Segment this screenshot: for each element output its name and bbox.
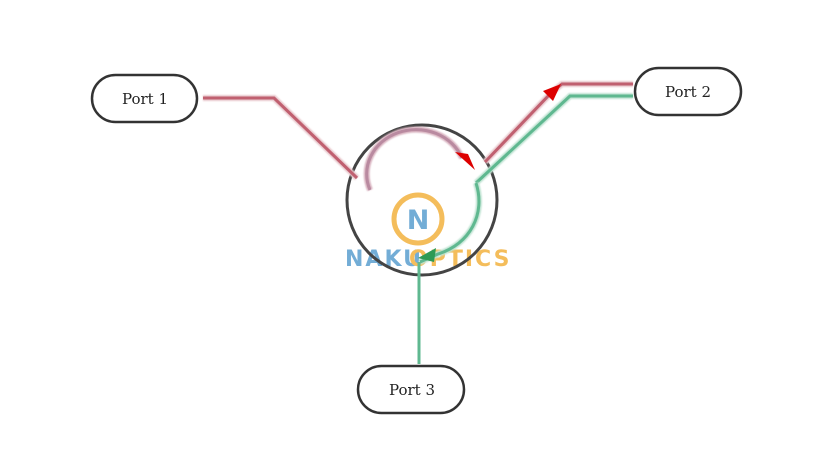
green-path-incoming bbox=[474, 94, 633, 185]
logo-word-left: NAKU bbox=[345, 247, 423, 272]
port-2-node: Port 2 bbox=[633, 66, 743, 117]
port-1-box bbox=[90, 73, 199, 124]
port-3-node: Port 3 bbox=[356, 364, 466, 415]
logo-letter: N bbox=[407, 205, 430, 236]
port-2-box bbox=[633, 66, 743, 117]
green-signal-path bbox=[416, 93, 633, 364]
red-arrow-icon bbox=[543, 84, 561, 101]
green-arrow-icon bbox=[418, 248, 436, 262]
logo-ring-icon bbox=[391, 192, 445, 246]
red-path-incoming bbox=[203, 96, 359, 180]
red-path-arc bbox=[365, 128, 464, 191]
port-1-node: Port 1 bbox=[90, 73, 199, 124]
red-arrow-icon bbox=[455, 152, 475, 170]
red-path-glow-incoming bbox=[203, 95, 360, 181]
port-3-label: Port 3 bbox=[389, 381, 435, 399]
red-signal-path bbox=[203, 81, 633, 192]
port-1-label: Port 1 bbox=[122, 90, 168, 108]
green-path-arc bbox=[419, 182, 481, 264]
port-3-box bbox=[356, 364, 466, 415]
port-2-label: Port 2 bbox=[665, 83, 711, 101]
